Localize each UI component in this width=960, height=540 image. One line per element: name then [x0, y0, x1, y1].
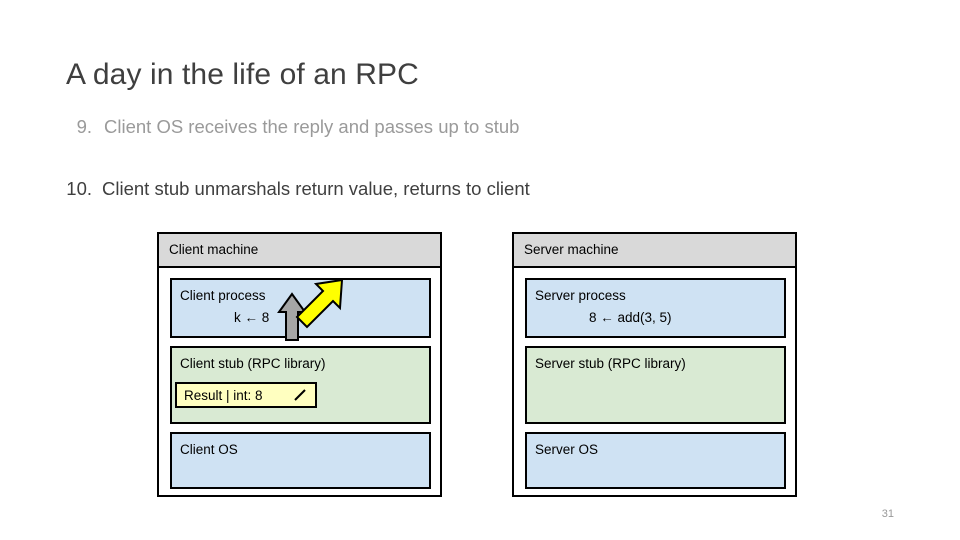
server-os-label: Server OS — [535, 442, 599, 457]
bullet-text-10: Client stub unmarshals return value, ret… — [102, 178, 530, 199]
client-machine-label: Client machine — [169, 242, 259, 257]
server-os-box: Server OS — [525, 432, 786, 489]
client-os-box: Client OS — [170, 432, 431, 489]
client-process-detail: k ← 8 — [234, 310, 270, 325]
server-machine-label: Server machine — [524, 242, 619, 257]
client-os-label: Client OS — [180, 442, 238, 457]
server-machine-box: Server machine Server process 8 ← add(3,… — [512, 232, 797, 497]
client-machine-header: Client machine — [159, 234, 440, 268]
server-process-detail: 8 ← add(3, 5) — [589, 310, 672, 325]
page-title: A day in the life of an RPC — [66, 58, 419, 91]
server-stub-label: Server stub (RPC library) — [535, 356, 686, 371]
bullet-text-9: Client OS receives the reply and passes … — [104, 116, 520, 137]
rpc-diagram: Client machine Client process k ← 8 Clie… — [157, 232, 799, 500]
page-number: 31 — [881, 508, 894, 520]
server-process-label: Server process — [535, 288, 626, 303]
client-stub-label: Client stub (RPC library) — [180, 356, 326, 371]
bullet-item-9: 9. Client OS receives the reply and passe… — [66, 116, 520, 138]
server-stub-box: Server stub (RPC library) — [525, 346, 786, 424]
client-machine-box: Client machine Client process k ← 8 Clie… — [157, 232, 442, 497]
bullet-item-10: 10. Client stub unmarshals return value, … — [66, 178, 530, 200]
server-machine-header: Server machine — [514, 234, 795, 268]
bullet-number-9: 9. — [76, 116, 92, 137]
result-message-label: Result | int: 8 — [184, 388, 263, 403]
result-message-chip: Result | int: 8 — [175, 382, 317, 408]
client-process-label: Client process — [180, 288, 266, 303]
client-process-box: Client process k ← 8 — [170, 278, 431, 338]
server-process-box: Server process 8 ← add(3, 5) — [525, 278, 786, 338]
bullet-number-10: 10. — [66, 178, 92, 199]
